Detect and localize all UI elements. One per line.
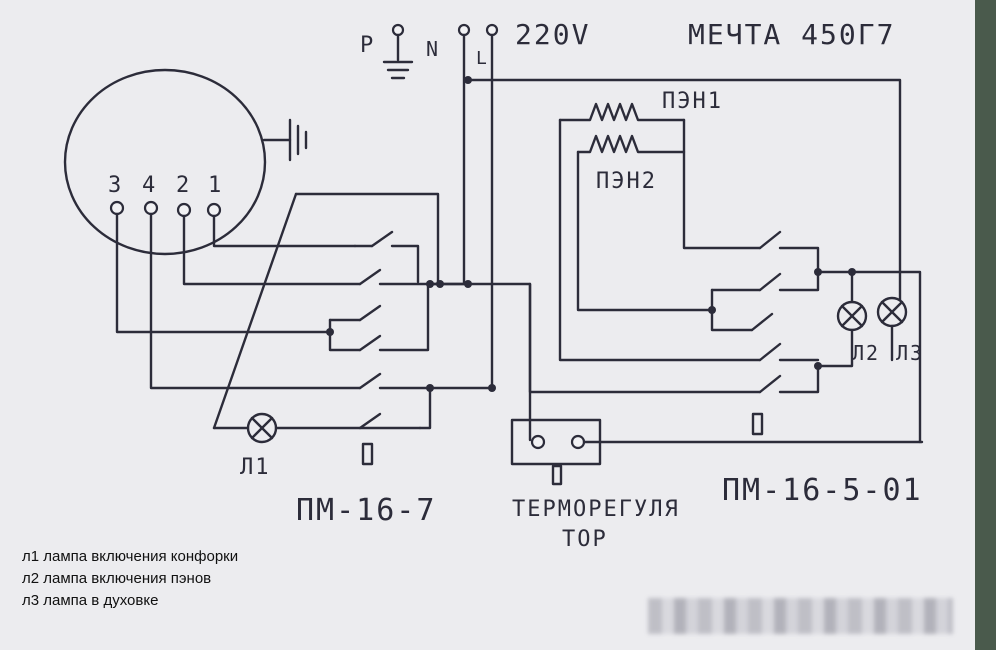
ground-icon <box>382 33 414 80</box>
lamp-2-icon <box>836 300 868 332</box>
supply-n-label: N <box>426 37 440 61</box>
motor: 3 4 2 1 <box>63 68 308 256</box>
supply-l-terminal <box>485 23 499 37</box>
diagram-title: МЕЧТА 450Г7 <box>688 18 895 51</box>
thermostat <box>510 418 924 486</box>
paper-sheet <box>0 0 975 650</box>
switch-left-knob <box>361 442 374 466</box>
supply-p-label: P <box>360 33 375 58</box>
heater-1-label: ПЭН1 <box>662 89 723 114</box>
blurred-watermark <box>648 598 953 634</box>
motor-terminal-label-3: 2 <box>176 173 191 198</box>
supply-p-terminal <box>391 23 405 37</box>
legend-item-lamp-1: л1 лампа включения конфорки <box>22 548 239 565</box>
heater-2-label: ПЭН2 <box>596 169 657 194</box>
heater-1-icon <box>558 102 686 122</box>
legend-item-lamp-3: л3 лампа в духовке <box>22 592 159 609</box>
heater-2-icon <box>576 134 686 154</box>
switch-left-label: ПМ-16-7 <box>296 493 436 528</box>
motor-terminal-label-4: 1 <box>208 173 223 198</box>
lamp-1-icon <box>246 412 278 444</box>
switch-right-label: ПМ-16-5-01 <box>722 473 923 508</box>
supply-voltage: 220V <box>515 18 590 51</box>
lamp-3-icon <box>876 296 908 328</box>
wiring-right <box>528 118 922 444</box>
legend: л1 лампа включения конфорки л2 лампа вкл… <box>22 546 238 612</box>
supply-n-terminal <box>457 23 471 37</box>
lamp-3-label: Л3 <box>896 341 924 365</box>
legend-item-lamp-2: л2 лампа включения пэнов <box>22 570 212 587</box>
paper-edge <box>975 0 996 650</box>
thermostat-label-line1: ТЕРМОРЕГУЛЯ <box>512 497 680 522</box>
lamp-1-label: Л1 <box>240 455 271 480</box>
lamp-2-label: Л2 <box>852 341 880 365</box>
motor-terminal-label-1: 3 <box>108 173 123 198</box>
motor-terminal-label-2: 4 <box>142 173 157 198</box>
switch-right-knob <box>751 412 764 436</box>
thermostat-label-line2: ТОР <box>562 527 608 552</box>
wiring-dots-right <box>708 268 856 370</box>
wiring-dots-left <box>326 76 496 392</box>
supply-l-label: L <box>476 48 489 69</box>
